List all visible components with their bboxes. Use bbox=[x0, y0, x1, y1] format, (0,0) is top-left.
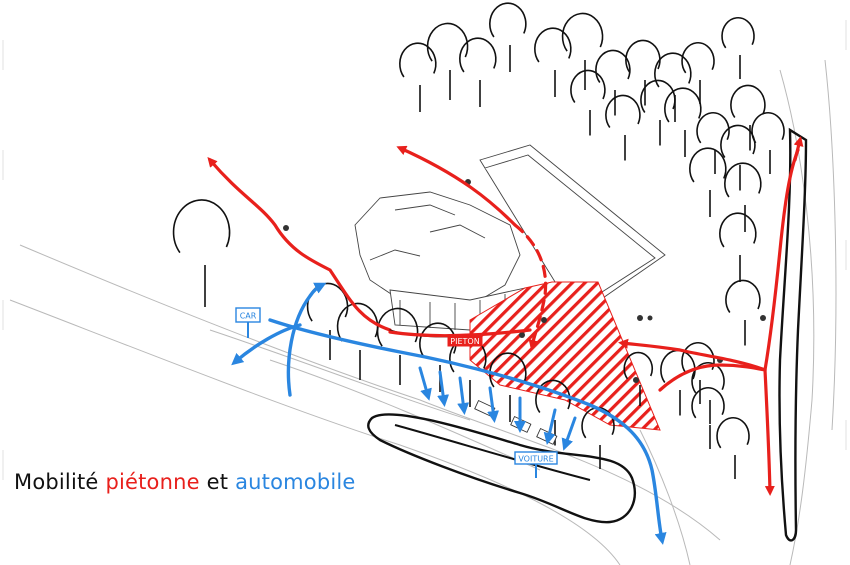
tree-canopy bbox=[426, 22, 469, 62]
tree-canopy bbox=[719, 212, 757, 248]
tree-canopy bbox=[696, 111, 730, 144]
tree-canopy bbox=[654, 52, 692, 88]
parked-cars bbox=[474, 399, 558, 445]
tree-canopy bbox=[459, 37, 497, 73]
parking-arrows bbox=[418, 366, 577, 451]
tree-canopy bbox=[489, 2, 527, 38]
label-pieton: PIETON bbox=[450, 337, 479, 346]
tree-canopy bbox=[716, 416, 750, 449]
tree-canopy bbox=[489, 352, 527, 388]
diagram-caption: Mobilité piétonne et automobile bbox=[14, 470, 356, 494]
tree-canopy bbox=[640, 79, 676, 113]
tree-canopy bbox=[561, 12, 604, 52]
caption-part-3: et bbox=[199, 470, 236, 494]
tree-canopy bbox=[570, 69, 606, 103]
tree-canopy bbox=[399, 42, 437, 78]
label-voiture: VOITURE bbox=[518, 455, 553, 464]
tree-canopy bbox=[751, 111, 785, 144]
page-edge bbox=[2, 20, 847, 480]
caption-part-1: Mobilité bbox=[14, 470, 106, 494]
sign-voiture: VOITURE bbox=[514, 451, 558, 478]
road-outlines bbox=[9, 59, 837, 565]
label-car: CAR bbox=[240, 312, 257, 321]
tree-canopy bbox=[625, 39, 661, 73]
tree-canopy bbox=[725, 279, 761, 313]
side-road bbox=[778, 127, 808, 542]
tree-canopy bbox=[720, 124, 756, 158]
tree-canopy bbox=[691, 386, 725, 419]
caption-pedestrian: piétonne bbox=[105, 470, 200, 494]
tree-canopy bbox=[534, 27, 572, 63]
caption-vehicle: automobile bbox=[235, 470, 356, 494]
people bbox=[283, 179, 766, 383]
vehicle-routes bbox=[231, 282, 667, 545]
tree-canopy bbox=[681, 41, 715, 74]
tree-canopy bbox=[172, 199, 231, 254]
tree-canopy bbox=[721, 16, 755, 49]
tree-canopy bbox=[689, 147, 727, 183]
sign-pieton: PIETON bbox=[447, 334, 483, 347]
sign-car: CAR bbox=[235, 307, 261, 338]
tree-canopy bbox=[623, 351, 654, 380]
parking-island bbox=[367, 413, 636, 524]
pedestrian-routes bbox=[207, 136, 804, 496]
tree-canopy bbox=[724, 162, 762, 198]
tree-canopy bbox=[664, 87, 702, 123]
tree-canopy bbox=[681, 341, 715, 374]
tree-canopy bbox=[605, 94, 641, 128]
tree-canopy bbox=[376, 307, 419, 347]
building bbox=[354, 144, 666, 331]
tree-canopy bbox=[691, 361, 725, 394]
tree-canopy bbox=[730, 84, 766, 118]
